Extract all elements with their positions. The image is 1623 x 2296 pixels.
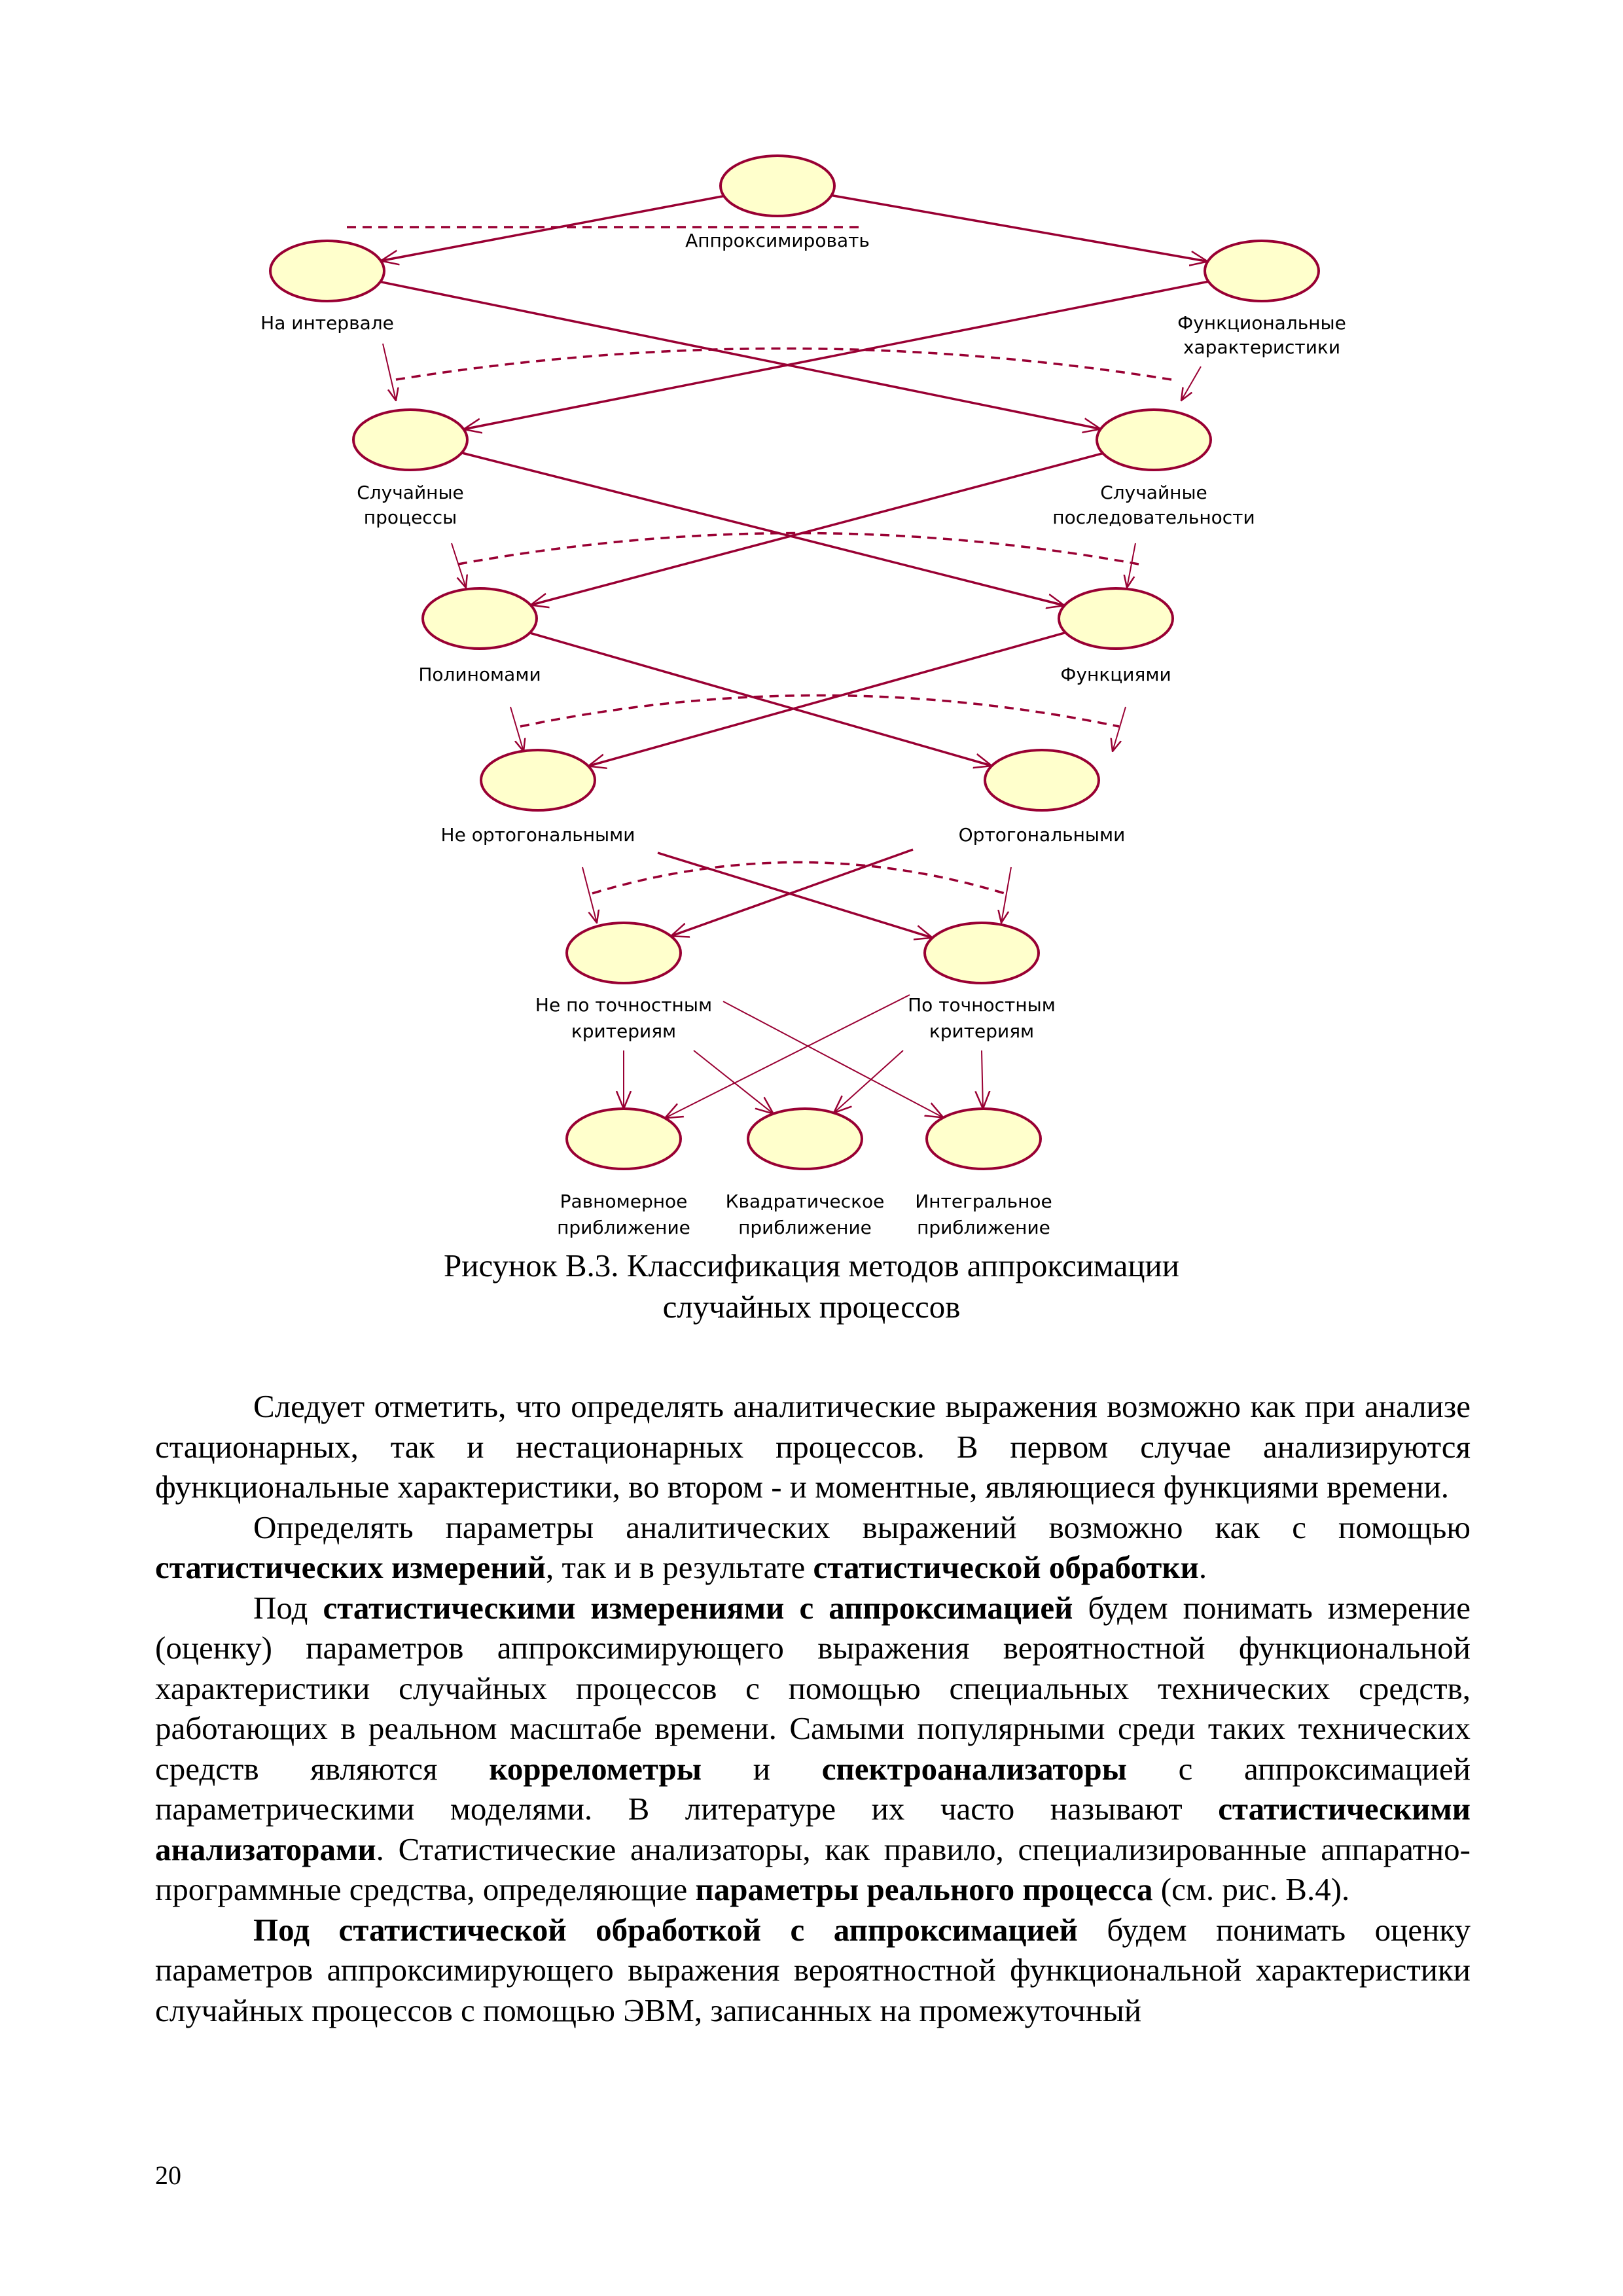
page-number: 20 (155, 2161, 181, 2190)
edge-non-acc-quadratic (693, 1050, 774, 1114)
node-label-functional: Функциональные (1177, 312, 1346, 334)
paragraph: Под статистической обработкой с аппрокси… (155, 1910, 1471, 2031)
edge-interval-rand-seq (380, 280, 1101, 429)
text-run: . Статистические анализаторы, как правил… (155, 1831, 1471, 1908)
edge-functional-rand-proc (463, 280, 1209, 429)
bold-term: спектроанализаторы (821, 1750, 1127, 1787)
node-label-integral: Интегральное (915, 1191, 1052, 1212)
use-case-node-non-orth (480, 749, 596, 812)
node-label-uniform: приближение (557, 1217, 690, 1238)
text-run: Под (253, 1589, 323, 1626)
text-run: будем понимать из­мерение (оценку) парам… (155, 1589, 1471, 1787)
body-text: Следует отметить, что определять аналити… (155, 1386, 1471, 2030)
node-label-uniform: Равномерное (560, 1191, 688, 1212)
text-run: (см. рис. В.4). (1152, 1871, 1350, 1907)
label-pointer-arrow (451, 543, 466, 588)
edge-acc-uniform (665, 994, 910, 1118)
bold-term: Под статистической обработкой с аппрокси… (253, 1911, 1078, 1948)
text-run: и (702, 1750, 822, 1787)
node-label-quadratic: приближение (738, 1217, 872, 1238)
node-label-acc: По точностным (908, 994, 1056, 1016)
use-case-node-rand-seq (1096, 408, 1212, 471)
node-label-interval: На интервале (260, 312, 394, 334)
use-case-node-uniform (565, 1107, 682, 1170)
node-label-rand-proc: процессы (364, 507, 457, 528)
use-case-node-interval (269, 240, 385, 302)
edge-non-acc-integral (722, 1001, 943, 1118)
text-run: . (1198, 1549, 1207, 1585)
use-case-node-rand-proc (352, 408, 469, 471)
edge-func-non-orth (588, 631, 1066, 766)
node-label-acc: критериям (929, 1020, 1034, 1042)
node-label-integral: приближение (917, 1217, 1050, 1238)
generalization-link (395, 347, 1172, 381)
node-label-rand-proc: Случайные (357, 482, 464, 503)
edge-orth-non-acc (671, 848, 914, 936)
text-run: Определять параметры аналитических выраж… (253, 1509, 1471, 1545)
edge-approx-functional (831, 194, 1208, 262)
edge-approx-interval (381, 194, 724, 260)
node-label-poly: Полиномами (418, 664, 541, 685)
edge-rand-seq-poly (531, 452, 1103, 605)
use-case-node-poly (421, 587, 538, 650)
figure-caption-line2: случайных процессов (662, 1289, 961, 1325)
text-run: с ап­проксимацией параметрическими модел… (155, 1750, 1471, 1827)
text-run: будем понимать оценку параметров аппрокс… (155, 1911, 1471, 2028)
label-pointer-arrow (510, 706, 524, 751)
use-case-node-non-acc (565, 922, 682, 984)
classification-diagram: Аппроксимировать На интервале Функциональн… (260, 154, 1346, 1238)
use-case-node-integral (925, 1107, 1042, 1170)
label-pointer-arrow (1181, 366, 1202, 401)
generalization-link (520, 694, 1120, 728)
node-label-functional: характеристики (1183, 336, 1340, 358)
label-pointer-arrow (382, 343, 396, 401)
edge-poly-orth (529, 632, 991, 766)
edge-rand-proc-func (461, 452, 1064, 605)
paragraph: Под статистическими измерениями с аппрок… (155, 1588, 1471, 1910)
node-label-non-orth: Не ортогональными (441, 824, 635, 846)
bold-term: статистической обработки (813, 1549, 1199, 1585)
bold-term: параметры реального процесса (695, 1871, 1153, 1907)
use-case-node-orth (984, 749, 1100, 812)
node-label-approx: Аппроксимировать (685, 230, 870, 251)
node-label-non-acc: критериям (571, 1020, 676, 1042)
edge-acc-integral (982, 1050, 983, 1109)
text-run: Следует отметить, что определять аналити… (155, 1388, 1471, 1505)
label-pointer-arrow (1127, 543, 1136, 588)
paragraph: Определять параметры аналитических выраж… (155, 1507, 1471, 1588)
use-case-node-functional (1204, 240, 1320, 302)
bold-term: стати­стическими анализаторами (155, 1791, 1471, 1867)
edge-acc-quadratic (834, 1050, 904, 1113)
label-pointer-arrow (582, 867, 597, 923)
label-pointer-arrow (1113, 706, 1126, 751)
node-label-orth: Ортогональными (959, 824, 1126, 846)
bold-term: статистических измерений (155, 1549, 546, 1585)
bold-term: коррелометры (489, 1750, 702, 1787)
node-label-rand-seq: Случайные (1100, 482, 1207, 503)
node-label-quadratic: Квадратическое (726, 1191, 885, 1212)
paragraph: Следует отметить, что определять аналити… (155, 1386, 1471, 1507)
node-label-rand-seq: последовательности (1052, 507, 1255, 528)
use-case-node-approx (719, 154, 836, 217)
use-case-node-func (1058, 587, 1174, 650)
generalization-link (457, 531, 1139, 565)
use-case-node-quadratic (747, 1107, 863, 1170)
node-label-func: Функциями (1060, 664, 1171, 685)
edge-non-orth-acc (657, 852, 933, 938)
label-pointer-arrow (1001, 867, 1012, 923)
use-case-node-acc (923, 922, 1040, 984)
node-label-non-acc: Не по точностным (535, 994, 712, 1016)
generalization-link (592, 861, 1005, 895)
bold-term: статистическими измерениями с аппроксима… (323, 1589, 1073, 1626)
figure-caption-line1: Рисунок В.3. Классификация методов аппро… (443, 1247, 1180, 1283)
text-run: , так и в результате (546, 1549, 813, 1585)
